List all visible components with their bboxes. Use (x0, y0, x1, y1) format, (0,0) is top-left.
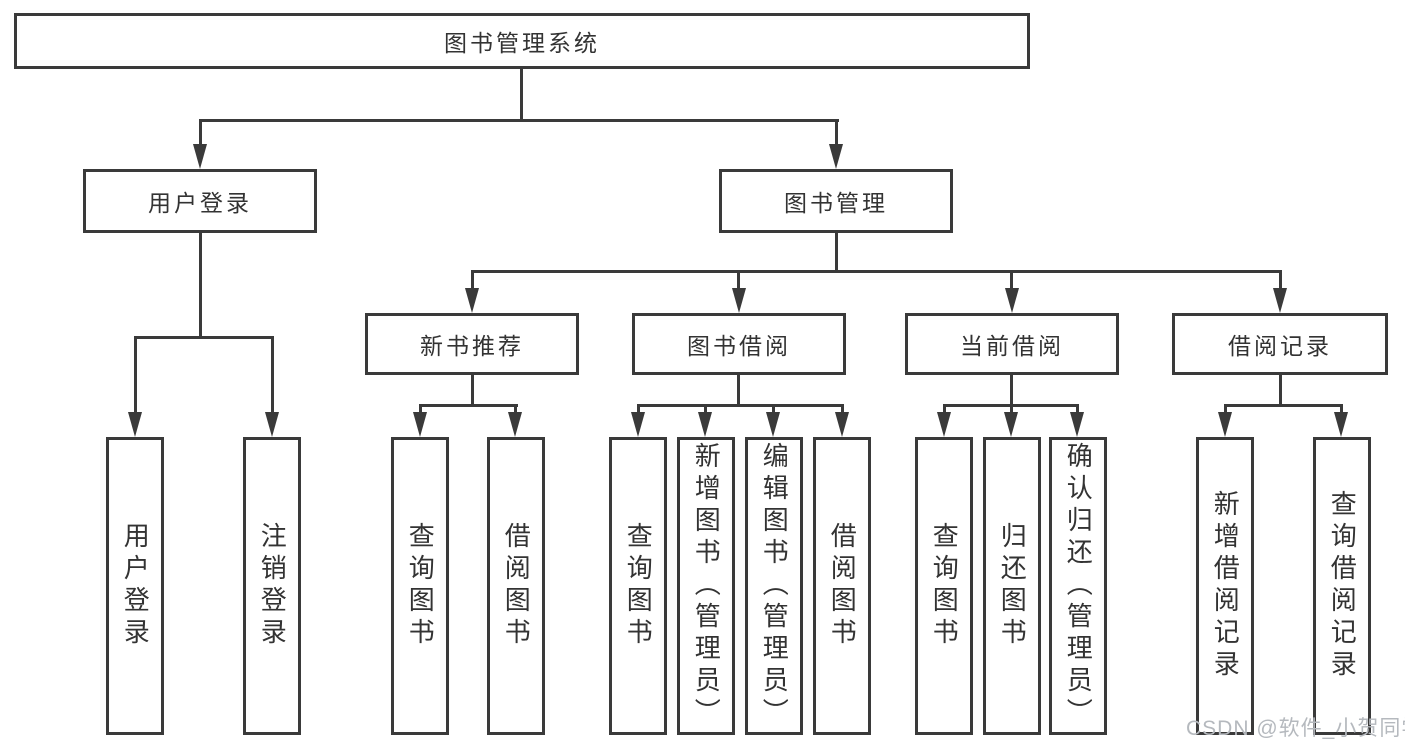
connector-line (199, 119, 202, 146)
arrowhead-down-icon (835, 412, 849, 437)
connector-line (199, 119, 839, 122)
connector-line (772, 404, 775, 414)
arrowhead-down-icon (1070, 412, 1084, 437)
arrowhead-down-icon (508, 412, 522, 437)
node-label: 用户登录 (120, 522, 151, 650)
connector-line (1010, 270, 1013, 290)
node-label: 查询借阅记录 (1327, 490, 1358, 682)
connector-line (1076, 404, 1079, 414)
arrowhead-down-icon (698, 412, 712, 437)
arrowhead-down-icon (1005, 288, 1019, 313)
connector-line (1224, 404, 1343, 407)
connector-line (271, 336, 274, 414)
node-label: 图书管理 (784, 190, 888, 216)
leaf-user-login: 用户登录 (106, 437, 164, 735)
node-label: 编辑图书（管理员） (759, 442, 790, 730)
leaf-return-books: 归还图书 (983, 437, 1041, 735)
node-label: 归还图书 (997, 522, 1028, 650)
leaf-borrow-books-recommend: 借阅图书 (487, 437, 545, 735)
node-label: 新书推荐 (420, 333, 524, 359)
node-label: 查询图书 (623, 522, 654, 650)
arrowhead-down-icon (829, 144, 843, 169)
arrowhead-down-icon (732, 288, 746, 313)
connector-line (1010, 375, 1013, 407)
arrowhead-down-icon (937, 412, 951, 437)
connector-line (841, 404, 844, 414)
node-label: 新增借阅记录 (1210, 490, 1241, 682)
arrowhead-down-icon (465, 288, 479, 313)
connector-line (1224, 404, 1227, 414)
connector-line (637, 404, 640, 414)
connector-line (943, 404, 946, 414)
node-label: 借阅记录 (1228, 333, 1332, 359)
connector-line (704, 404, 707, 414)
connector-line (835, 233, 838, 273)
connector-line (835, 119, 838, 146)
leaf-borrow-books-borrowing: 借阅图书 (813, 437, 871, 735)
arrowhead-down-icon (1004, 412, 1018, 437)
node-label: 注销登录 (257, 522, 288, 650)
node-label: 确认归还（管理员） (1063, 442, 1094, 730)
node-label: 借阅图书 (827, 522, 858, 650)
connector-line (134, 336, 137, 414)
node-label: 图书管理系统 (444, 30, 600, 56)
csdn-watermark: CSDN @软件_小贺同学 (1186, 717, 1405, 740)
node-book-management: 图书管理 (719, 169, 953, 233)
leaf-logout: 注销登录 (243, 437, 301, 735)
leaf-query-books-borrowing: 查询图书 (609, 437, 667, 735)
connector-line (1010, 404, 1013, 414)
node-label: 借阅图书 (501, 522, 532, 650)
arrowhead-down-icon (193, 144, 207, 169)
connector-line (471, 270, 1282, 273)
connector-line (134, 336, 274, 339)
connector-line (419, 404, 518, 407)
connector-line (199, 233, 202, 339)
node-label: 查询图书 (929, 522, 960, 650)
connector-line (1279, 375, 1282, 407)
arrowhead-down-icon (1273, 288, 1287, 313)
node-user-login: 用户登录 (83, 169, 317, 233)
leaf-query-borrow-record: 查询借阅记录 (1313, 437, 1371, 735)
connector-line (520, 69, 523, 119)
arrowhead-down-icon (1218, 412, 1232, 437)
connector-line (471, 375, 474, 407)
node-label: 用户登录 (148, 190, 252, 216)
arrowhead-down-icon (631, 412, 645, 437)
connector-line (737, 270, 740, 290)
node-book-borrowing: 图书借阅 (632, 313, 846, 375)
arrowhead-down-icon (128, 412, 142, 437)
leaf-query-books-current: 查询图书 (915, 437, 973, 735)
arrowhead-down-icon (766, 412, 780, 437)
node-label: 图书借阅 (687, 333, 791, 359)
node-label: 查询图书 (405, 522, 436, 650)
connector-line (737, 375, 740, 407)
connector-line (471, 270, 474, 290)
node-current-borrowing: 当前借阅 (905, 313, 1119, 375)
arrowhead-down-icon (1334, 412, 1348, 437)
leaf-edit-books-admin: 编辑图书（管理员） (745, 437, 803, 735)
connector-line (419, 404, 422, 414)
leaf-confirm-return-admin: 确认归还（管理员） (1049, 437, 1107, 735)
connector-line (1340, 404, 1343, 414)
node-borrowing-records: 借阅记录 (1172, 313, 1388, 375)
connector-line (637, 404, 844, 407)
node-library-management-system: 图书管理系统 (14, 13, 1030, 69)
leaf-add-borrow-record: 新增借阅记录 (1196, 437, 1254, 735)
node-new-book-recommendation: 新书推荐 (365, 313, 579, 375)
node-label: 新增图书（管理员） (691, 442, 722, 730)
connector-line (514, 404, 517, 414)
leaf-query-books-recommend: 查询图书 (391, 437, 449, 735)
connector-line (1279, 270, 1282, 290)
leaf-add-books-admin: 新增图书（管理员） (677, 437, 735, 735)
arrowhead-down-icon (413, 412, 427, 437)
arrowhead-down-icon (265, 412, 279, 437)
node-label: 当前借阅 (960, 333, 1064, 359)
